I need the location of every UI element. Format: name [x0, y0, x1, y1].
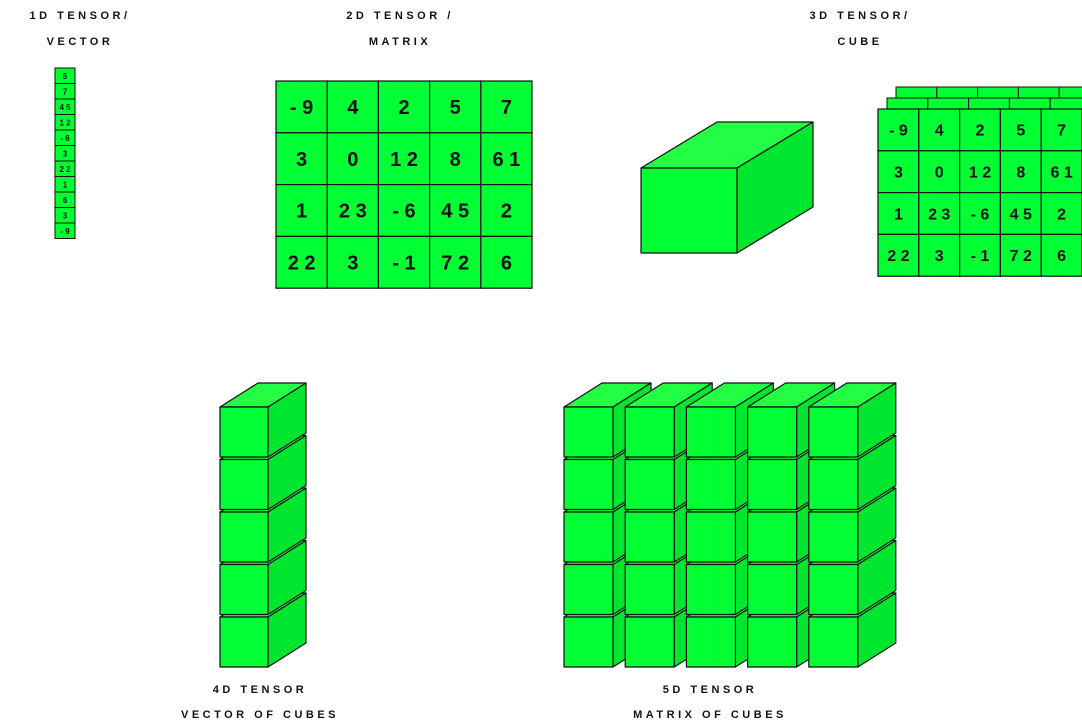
cube-front-face — [748, 512, 797, 562]
cube-front-cell-value: 1 — [894, 206, 903, 223]
cube-front-face — [809, 407, 858, 457]
cube-front-face — [748, 407, 797, 457]
cube-front-face — [625, 565, 674, 615]
cube-front-cell-value: - 9 — [889, 123, 908, 140]
cube-front-cell-value: 2 — [1057, 206, 1066, 223]
cube-front-face — [809, 460, 858, 510]
cube-front-face — [809, 512, 858, 562]
matrix-cell-value: 7 — [501, 97, 512, 119]
vector-cell-value: 3 — [63, 149, 68, 158]
vector-1d: 5 7 4 5 1 2 - 6 3 2 2 1 6 3 - 9 — [55, 68, 75, 239]
matrix-cell-value: 3 — [296, 149, 307, 171]
cube-front-face — [220, 460, 268, 510]
cube-front-face — [220, 407, 268, 457]
cube-front-face — [686, 512, 735, 562]
vector-cell-value: 1 — [63, 180, 68, 189]
matrix-cell-value: 3 — [347, 253, 358, 275]
cube-front-cell-value: 2 2 — [887, 248, 909, 265]
cube-front-face — [564, 617, 613, 667]
cuboid — [641, 122, 813, 253]
cube-front-cell-value: 3 — [894, 164, 903, 181]
cube-front-cell-value: 7 — [1057, 123, 1066, 140]
matrix-cell-value: 1 — [296, 201, 307, 223]
cube-front-cell-value: 3 — [935, 248, 944, 265]
matrix-cell-value: 0 — [347, 149, 358, 171]
matrix-cell-value: 2 — [501, 201, 512, 223]
cube-front-cell-value: 5 — [1016, 123, 1025, 140]
vector-cell-value: 6 — [63, 196, 68, 205]
matrix-cell-value: 1 2 — [390, 149, 418, 171]
matrix-cell-value: 4 5 — [441, 201, 469, 223]
cube-front-cell-value: 4 — [935, 123, 944, 140]
matrix-cell-value: 7 2 — [441, 253, 469, 275]
matrix-cell-value: 6 — [501, 253, 512, 275]
vector-cell-value: - 6 — [60, 134, 70, 143]
vector-cell-value: 3 — [63, 211, 68, 220]
cube-front-cell-value: - 1 — [971, 248, 990, 265]
matrix-cell-value: - 6 — [392, 201, 415, 223]
vector-cell-value: - 9 — [60, 227, 70, 236]
cube-front-face — [809, 565, 858, 615]
stacked-matrices-3d: - 9 4 2 5 7 3 0 1 2 8 6 1 1 2 3 - 6 4 5 2 2 2 3 - 1 7 2 6 — [878, 87, 1082, 276]
matrix-of-cubes-5d — [564, 383, 896, 667]
cube-front-cell-value: 6 1 — [1050, 164, 1072, 181]
matrix-cell-value: - 1 — [392, 253, 415, 275]
matrix-cell-value: 5 — [450, 97, 461, 119]
cube-front-cell-value: 2 3 — [928, 206, 950, 223]
matrix-2d: - 9 4 2 5 7 3 0 1 2 8 6 1 1 2 3 - 6 4 5 2 2 2 3 - 1 7 2 6 — [276, 81, 532, 288]
vector-cell-value: 5 — [63, 72, 68, 81]
cube-front-cell-value: 6 — [1057, 248, 1066, 265]
matrix-cell-value: 6 1 — [492, 149, 520, 171]
cube-front-face — [748, 460, 797, 510]
cube-front-face — [686, 565, 735, 615]
cube-front-cell-value: 0 — [935, 164, 944, 181]
cube-front-cell-value: - 6 — [971, 206, 990, 223]
cube-front-face — [686, 617, 735, 667]
vector-cell-value: 7 — [63, 87, 68, 96]
matrix-cell-value: - 9 — [290, 97, 313, 119]
cube-front-face — [748, 617, 797, 667]
cube-front-face — [564, 565, 613, 615]
cube-front-face — [625, 512, 674, 562]
matrix-cell-value: 2 3 — [339, 201, 367, 223]
cube-front-face — [220, 512, 268, 562]
cube-front-cell-value: 2 — [976, 123, 985, 140]
matrix-cell-value: 2 — [398, 97, 409, 119]
matrix-cell-value: 8 — [450, 149, 461, 171]
vector-cell-value: 4 5 — [59, 103, 71, 112]
cuboid-3d — [641, 122, 813, 253]
matrix-cell-value: 2 2 — [288, 253, 316, 275]
cube-front-face — [686, 407, 735, 457]
matrix-cell-value: 4 — [347, 97, 359, 119]
cube-front-face — [564, 512, 613, 562]
cube-front-face — [625, 617, 674, 667]
cube-front-face — [220, 617, 268, 667]
cube-front-face — [641, 168, 737, 253]
vector-cell-value: 2 2 — [59, 165, 71, 174]
cube-front-face — [564, 407, 613, 457]
cube-front-cell-value: 8 — [1016, 164, 1025, 181]
cube-front-cell-value: 4 5 — [1010, 206, 1032, 223]
cube-front-face — [686, 460, 735, 510]
cube-front-cell-value: 1 2 — [969, 164, 991, 181]
cube-front-face — [220, 565, 268, 615]
vector-cell-value: 1 2 — [59, 118, 71, 127]
cube-front-face — [748, 565, 797, 615]
vector-of-cubes-4d — [220, 383, 306, 667]
cube-front-cell-value: 7 2 — [1010, 248, 1032, 265]
cube-front-face — [564, 460, 613, 510]
cube-front-face — [625, 460, 674, 510]
cube-front-face — [625, 407, 674, 457]
cube-front-face — [809, 617, 858, 667]
